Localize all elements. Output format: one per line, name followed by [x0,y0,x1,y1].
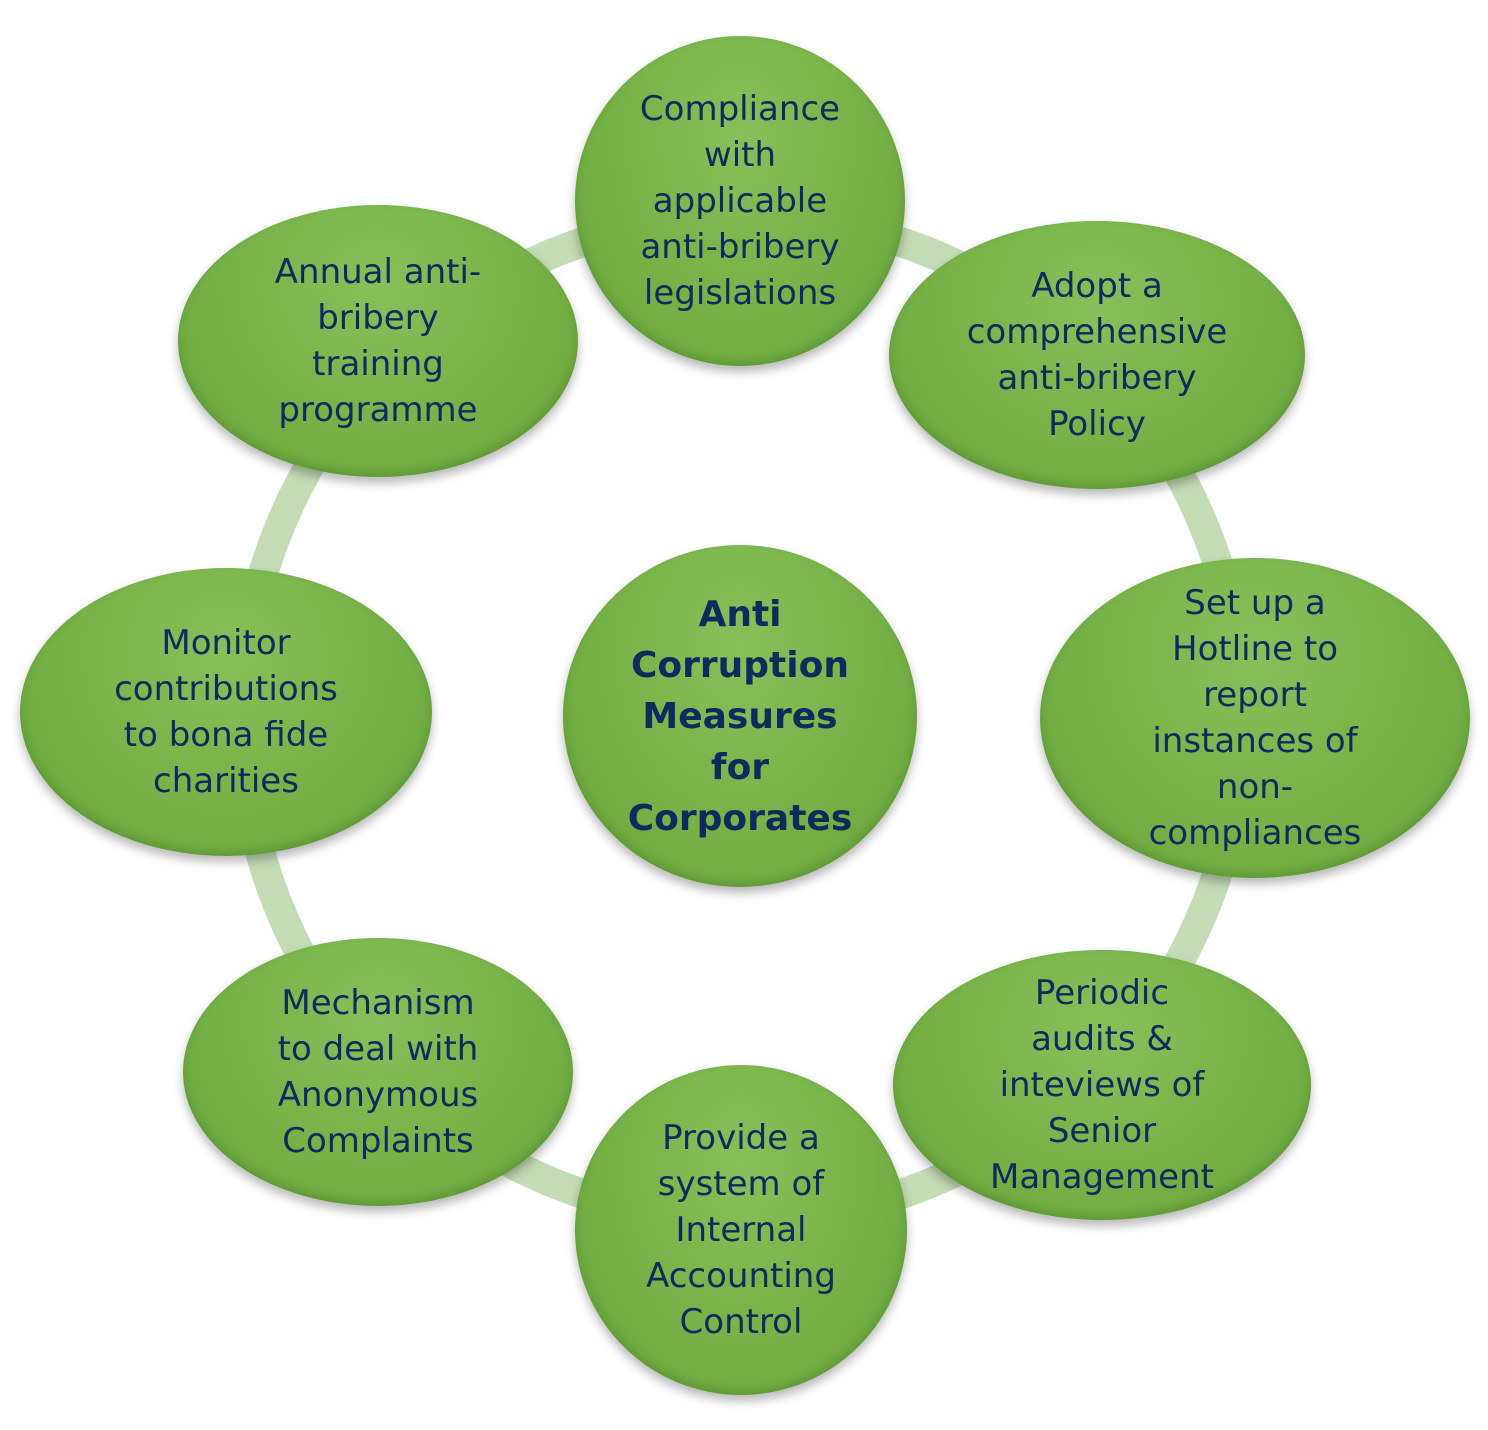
node-label: Mechanism to deal with Anonymous Complai… [277,983,479,1161]
node-compliance-legislations: Compliance with applicable anti-bribery … [575,36,905,366]
node-label: Set up a Hotline to report instances of … [1148,583,1362,853]
node-anonymous-complaints: Mechanism to deal with Anonymous Complai… [183,938,573,1206]
center-node: Anti Corruption Measures for Corporates [563,545,917,887]
node-monitor-contributions: Monitor contributions to bona fide chari… [20,568,432,856]
node-label: Monitor contributions to bona fide chari… [114,623,338,801]
node-label: Annual anti- bribery training programme [274,252,482,430]
node-label: Adopt a comprehensive anti-bribery Polic… [966,266,1228,444]
node-annual-training: Annual anti- bribery training programme [178,205,578,477]
node-label: Periodic audits & inteviews of Senior Ma… [990,973,1214,1197]
node-label: Compliance with applicable anti-bribery … [639,89,841,313]
node-internal-accounting-control: Provide a system of Internal Accounting … [575,1065,907,1395]
center-label: Anti Corruption Measures for Corporates [627,593,853,839]
node-anti-bribery-policy: Adopt a comprehensive anti-bribery Polic… [889,221,1305,489]
node-label: Provide a system of Internal Accounting … [646,1118,836,1342]
node-hotline: Set up a Hotline to report instances of … [1040,558,1470,878]
node-periodic-audits: Periodic audits & inteviews of Senior Ma… [893,950,1311,1220]
